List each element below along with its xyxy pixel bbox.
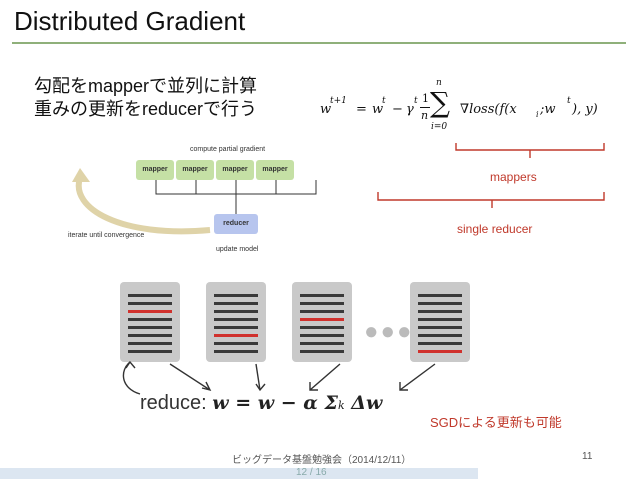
arrow-2 [255,363,266,392]
brace-annotations [377,143,605,208]
reducer-box: reducer [214,214,258,234]
reduce-end: Δw [344,392,383,414]
update-formula: w t+1 = w t − γ t 1 n n ∑ i=0 ∇loss(f(x … [318,78,618,144]
reduce-formula: reduce: w = w − α Σk Δw [140,392,382,415]
footer-text: ビッグデータ基盤勉強会（2014/12/11） [232,455,412,466]
formula-frac-bar [420,107,430,108]
title-divider [12,42,626,44]
slide-title: Distributed Gradient [14,6,246,36]
formula-lhs: w [320,102,332,117]
formula-sum-top: n [436,78,442,88]
mapreduce-diagram-lines [72,168,317,235]
formula-equals: = [356,102,367,117]
worker-doc-2 [206,282,266,362]
iterate-until-convergence-label: iterate until convergence [68,232,145,239]
reduce-math: w = w − α Σ [212,392,338,414]
formula-rhs-w: w [372,102,384,117]
formula-grad-term: ∇loss(f(x [460,102,517,117]
formula-frac-den: n [421,109,429,122]
formula-grad-sup: t [567,96,571,106]
formula-gamma: γ [406,102,414,117]
reduce-sub: k [337,399,345,412]
arrow-1 [169,363,212,392]
arrow-4 [399,363,436,391]
bullet-line-2: 重みの更新をreducerで行う [34,99,258,119]
formula-lhs-sup: t+1 [330,96,347,106]
bullet-line-1: 勾配をmapperで並列に計算 [34,76,258,96]
page-indicator-bar [0,468,478,479]
iterate-loop-arrow [75,177,211,235]
formula-grad-end: ), y) [572,102,598,117]
reduce-prefix: reduce: [140,392,207,414]
formula-sum-bottom: i=0 [431,122,448,132]
single-reducer-label: single reducer [457,222,533,236]
formula-gamma-sup: t [414,96,418,106]
arrow-3 [309,363,341,391]
worker-doc-4 [410,282,470,362]
workers-illustration: ●●● [110,274,490,384]
slide-number: 11 [582,451,593,462]
mapper-box-2: mapper [176,160,214,180]
formula-rhs-w-sup: t [382,96,386,106]
update-model-label: update model [216,246,259,253]
formula-grad-sub: i [536,110,539,119]
mappers-label: mappers [490,170,537,184]
formula-grad-mid: ;w [540,102,556,117]
worker-doc-3 [292,282,352,362]
worker-doc-1 [120,282,180,362]
compute-partial-gradient-label: compute partial gradient [190,146,266,153]
sgd-note: SGDによる更新も可能 [430,415,562,430]
iterate-loop-arrowhead [72,168,90,182]
mapper-box-1: mapper [136,160,174,180]
ellipsis-icon: ●●● [364,318,414,345]
mapreduce-diagram: compute partial gradient mapper mapper m… [60,138,350,258]
formula-minus: − [392,102,403,117]
formula-sum-sign: ∑ [430,86,450,119]
mapper-box-3: mapper [216,160,254,180]
loop-back-arrow [122,361,141,395]
reducer-brace [377,192,605,208]
page-indicator: 12 / 16 [296,467,327,478]
formula-frac-num: 1 [422,92,429,105]
mappers-brace [455,143,605,158]
reduce-arrows [122,360,436,395]
mapper-box-4: mapper [256,160,294,180]
